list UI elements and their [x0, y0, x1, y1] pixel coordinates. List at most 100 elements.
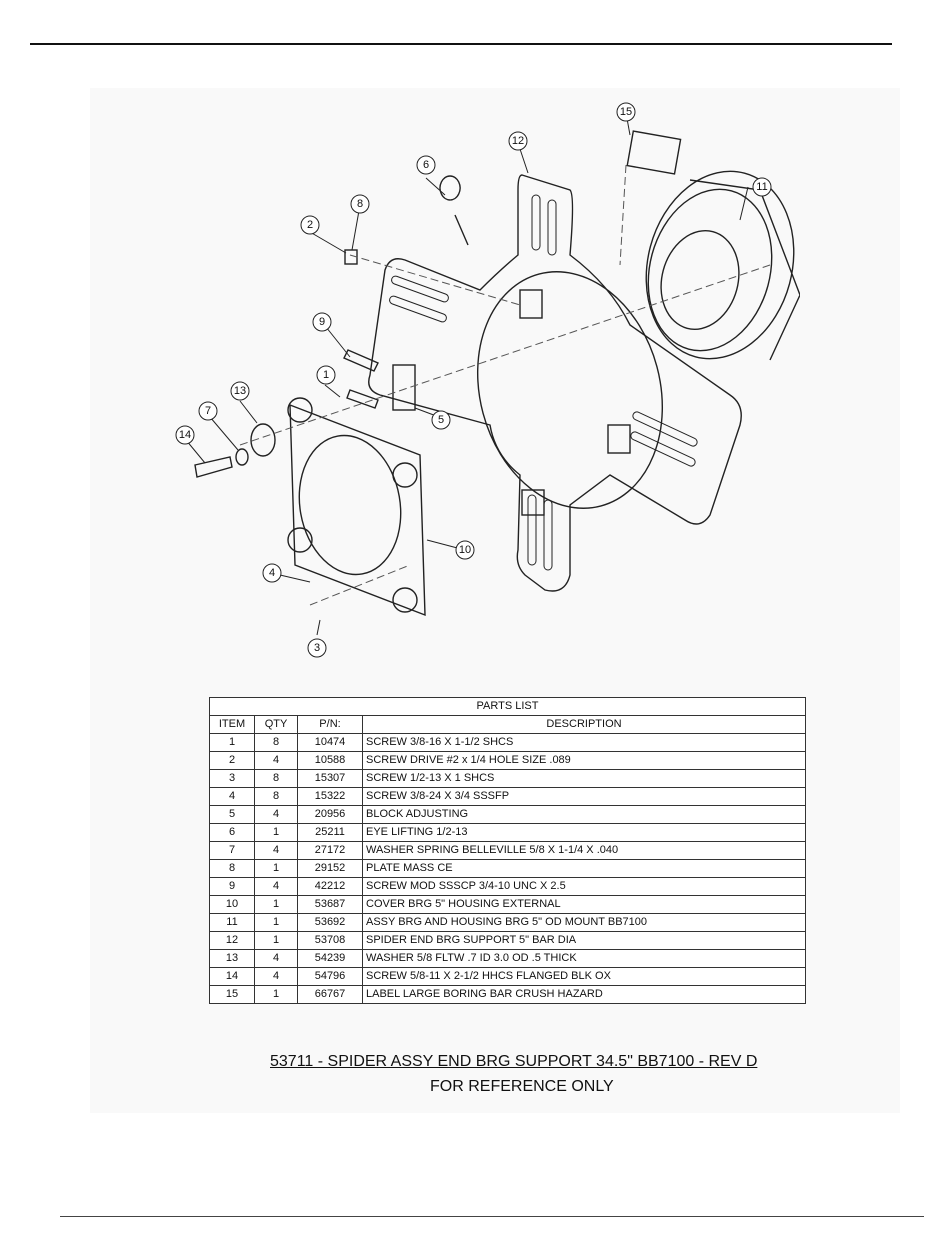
hex-screw	[194, 456, 233, 478]
description-cell: BLOCK ADJUSTING	[362, 805, 806, 824]
description-cell: SCREW 1/2-13 X 1 SHCS	[362, 769, 806, 788]
label-plate	[626, 130, 682, 175]
description-cell: EYE LIFTING 1/2-13	[362, 823, 806, 842]
callout-balloon: 15	[616, 102, 636, 122]
item-cell: 15	[209, 985, 255, 1004]
pn-cell: 25211	[297, 823, 363, 842]
description-cell: SCREW 5/8-11 X 2-1/2 HHCS FLANGED BLK OX	[362, 967, 806, 986]
callout-balloon: 6	[416, 155, 436, 175]
item-cell: 14	[209, 967, 255, 986]
callout-number: 9	[319, 316, 325, 328]
qty-cell: 1	[254, 913, 298, 932]
pn-cell: 53692	[297, 913, 363, 932]
header-description: DESCRIPTION	[362, 715, 806, 734]
qty-cell: 4	[254, 877, 298, 896]
pn-cell: 54239	[297, 949, 363, 968]
cover-plate	[287, 397, 426, 617]
qty-cell: 8	[254, 733, 298, 752]
description-cell: SCREW 3/8-16 X 1-1/2 SHCS	[362, 733, 806, 752]
pn-cell: 29152	[297, 859, 363, 878]
spider-plate	[368, 174, 742, 592]
callout-number: 2	[307, 219, 313, 231]
pn-cell: 10588	[297, 751, 363, 770]
callout-number: 4	[269, 567, 275, 579]
callout-balloon: 5	[431, 410, 451, 430]
item-cell: 5	[209, 805, 255, 824]
description-cell: SCREW MOD SSSCP 3/4-10 UNC X 2.5	[362, 877, 806, 896]
pn-cell: 10474	[297, 733, 363, 752]
item-cell: 3	[209, 769, 255, 788]
bearing-housing	[645, 170, 800, 361]
qty-cell: 4	[254, 949, 298, 968]
item-cell: 9	[209, 877, 255, 896]
callout-number: 14	[179, 429, 191, 441]
qty-cell: 1	[254, 823, 298, 842]
washer-flat	[250, 423, 276, 457]
reference-note: FOR REFERENCE ONLY	[430, 1078, 614, 1095]
callout-number: 13	[234, 385, 246, 397]
qty-cell: 4	[254, 967, 298, 986]
callout-balloon: 14	[175, 425, 195, 445]
description-cell: SPIDER END BRG SUPPORT 5" BAR DIA	[362, 931, 806, 950]
washer-belleville	[235, 448, 249, 466]
pn-cell: 42212	[297, 877, 363, 896]
item-cell: 2	[209, 751, 255, 770]
callout-number: 3	[314, 642, 320, 654]
description-cell: ASSY BRG AND HOUSING BRG 5" OD MOUNT BB7…	[362, 913, 806, 932]
pn-cell: 53708	[297, 931, 363, 950]
parts-list-title: PARTS LIST	[209, 697, 806, 716]
callout-balloon: 10	[455, 540, 475, 560]
callout-balloon: 8	[350, 194, 370, 214]
callout-balloon: 7	[198, 401, 218, 421]
parts-list-header-row: ITEM QTY P/N: DESCRIPTION	[209, 715, 806, 734]
top-rule	[30, 43, 892, 45]
callout-number: 8	[357, 198, 363, 210]
pn-cell: 15322	[297, 787, 363, 806]
callout-balloon: 13	[230, 381, 250, 401]
eye-lifting	[439, 175, 469, 246]
pn-cell: 20956	[297, 805, 363, 824]
set-screw	[343, 349, 379, 372]
callout-number: 6	[423, 159, 429, 171]
pn-cell: 15307	[297, 769, 363, 788]
callout-balloon: 11	[752, 177, 772, 197]
qty-cell: 4	[254, 805, 298, 824]
qty-cell: 4	[254, 841, 298, 860]
assembly-illustration	[185, 112, 800, 636]
pn-cell: 66767	[297, 985, 363, 1004]
item-cell: 4	[209, 787, 255, 806]
callout-number: 7	[205, 405, 211, 417]
qty-cell: 1	[254, 895, 298, 914]
description-cell: COVER BRG 5" HOUSING EXTERNAL	[362, 895, 806, 914]
callout-number: 11	[756, 181, 767, 193]
header-qty: QTY	[254, 715, 298, 734]
qty-cell: 4	[254, 751, 298, 770]
spider-bore	[476, 271, 664, 509]
qty-cell: 1	[254, 985, 298, 1004]
description-cell: SCREW DRIVE #2 x 1/4 HOLE SIZE .089	[362, 751, 806, 770]
item-cell: 7	[209, 841, 255, 860]
cap-screw	[346, 389, 379, 409]
item-cell: 11	[209, 913, 255, 932]
qty-cell: 1	[254, 931, 298, 950]
header-pn: P/N:	[297, 715, 363, 734]
qty-cell: 8	[254, 787, 298, 806]
callout-number: 1	[323, 369, 329, 381]
callout-balloon: 1	[316, 365, 336, 385]
drawing-caption: 53711 - SPIDER ASSY END BRG SUPPORT 34.5…	[270, 1053, 758, 1070]
